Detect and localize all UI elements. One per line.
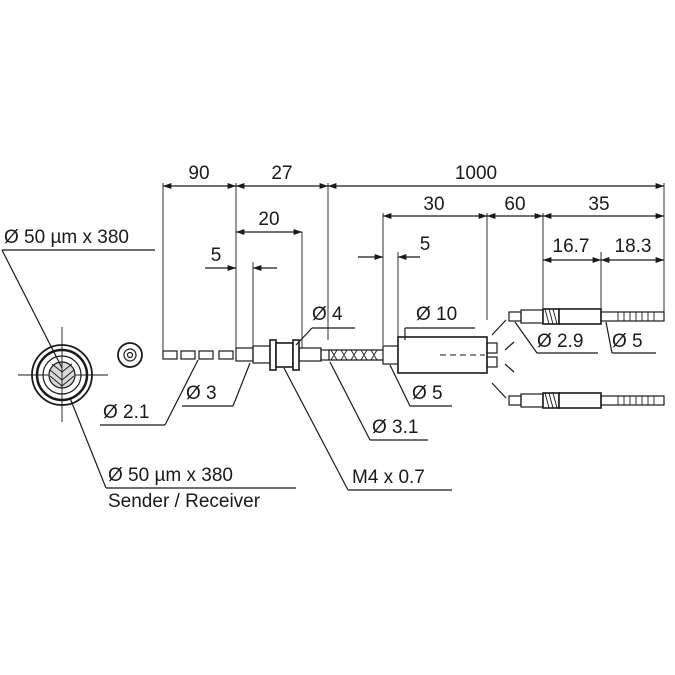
label-fiber-diameter-bottom: Ø 50 µm x 380 — [108, 465, 233, 486]
label-fiber-diameter-top: Ø 50 µm x 380 — [4, 227, 129, 248]
dim-60: 60 — [504, 194, 525, 215]
label-dia-10: Ø 10 — [416, 304, 457, 325]
dim-16-7: 16.7 — [553, 236, 590, 257]
dim-1000: 1000 — [455, 163, 497, 184]
probe-tip-end-view — [117, 342, 143, 368]
dim-90: 90 — [188, 163, 209, 184]
label-dia-3-1: Ø 3.1 — [372, 417, 418, 438]
label-dia-4: Ø 4 — [312, 304, 343, 325]
fiber-end-view — [18, 327, 108, 422]
dim-18-3: 18.3 — [615, 236, 652, 257]
dimension-lines — [163, 183, 664, 271]
dim-30: 30 — [423, 194, 444, 215]
fiber-end-bottom — [508, 392, 665, 409]
label-dia-2-9: Ø 2.9 — [537, 331, 583, 352]
fiber-connector — [382, 319, 515, 399]
callout-labels: Ø 50 µm x 380 Ø 4 Ø 10 Ø 2.9 Ø 5 Ø 2.1 Ø… — [4, 227, 643, 512]
dim-27: 27 — [271, 163, 292, 184]
dimension-labels: 90 27 1000 20 5 30 60 35 5 16.7 18.3 — [188, 163, 651, 266]
fiber-end-top — [508, 308, 665, 325]
label-dia-5-right: Ø 5 — [612, 331, 643, 352]
dim-5-left: 5 — [211, 245, 222, 266]
leader-lines — [1, 249, 656, 491]
label-dia-3: Ø 3 — [186, 383, 217, 404]
dim-5-right: 5 — [420, 234, 431, 255]
label-sender-receiver: Sender / Receiver — [108, 491, 261, 512]
label-thread-m4: M4 x 0.7 — [352, 467, 425, 488]
label-dia-2-1: Ø 2.1 — [103, 402, 149, 423]
dim-35: 35 — [588, 194, 609, 215]
label-dia-5-mid: Ø 5 — [412, 383, 443, 404]
dim-20: 20 — [258, 209, 279, 230]
fiber-probe — [162, 339, 383, 371]
